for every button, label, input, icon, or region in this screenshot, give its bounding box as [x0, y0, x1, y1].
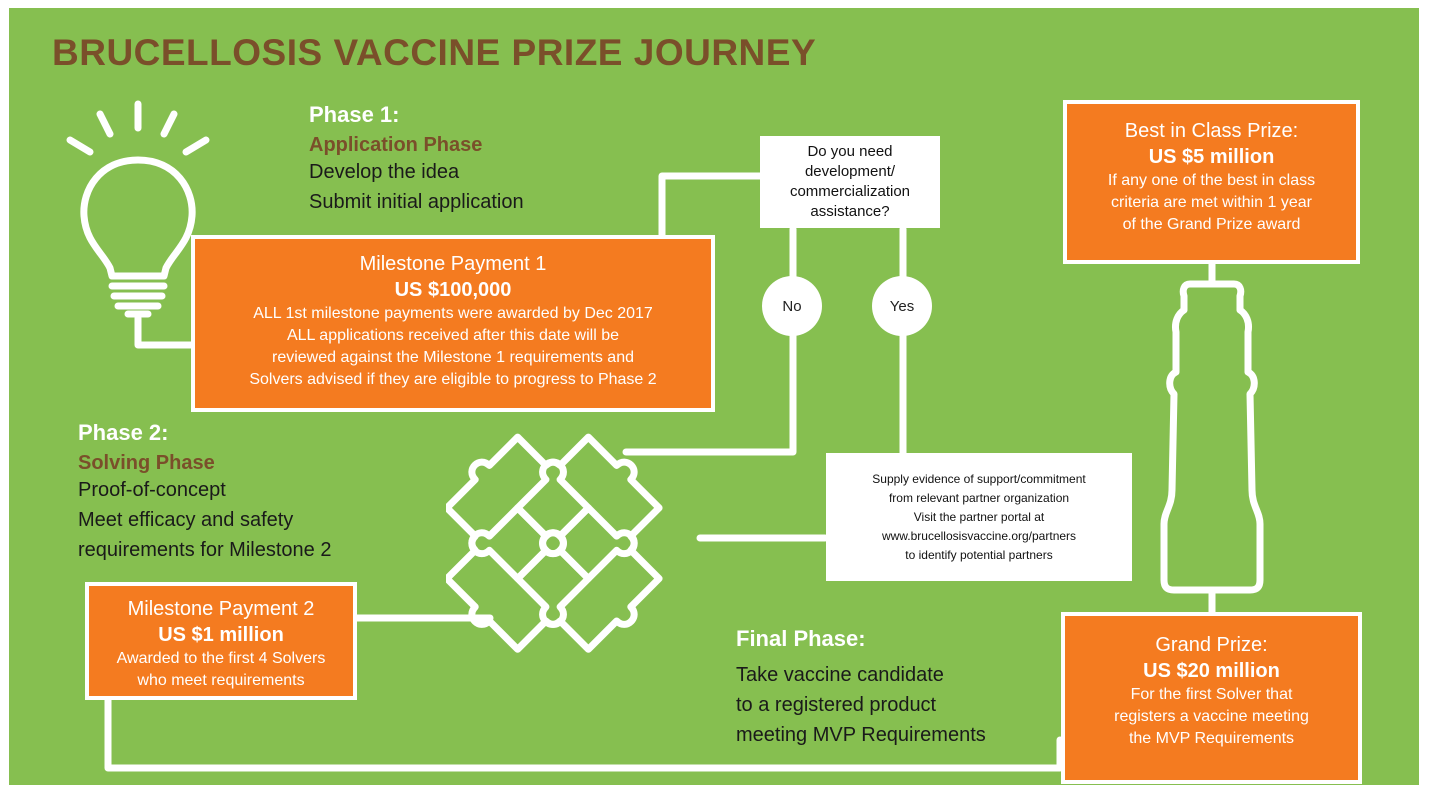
phase2-section: Phase 2: Solving Phase Proof-of-concept …	[78, 420, 331, 565]
final-phase-section: Final Phase: Take vaccine candidate to a…	[736, 626, 986, 750]
final-phase-heading: Final Phase:	[736, 626, 866, 651]
partner-line: Supply evidence of support/commitment	[872, 471, 1086, 486]
connector-milestone2-to-grandprize	[104, 694, 1064, 772]
question-line: commercialization	[789, 183, 911, 200]
phase2-subheading: Solving Phase	[78, 452, 215, 474]
milestone2-box: Milestone Payment 2 US $1 million Awarde…	[85, 582, 357, 700]
phase2-line: requirements for Milestone 2	[78, 539, 332, 561]
phase1-line: Submit initial application	[309, 191, 524, 213]
page-title: BRUCELLOSIS VACCINE PRIZE JOURNEY	[52, 32, 817, 73]
grand-prize-title: Grand Prize:	[1155, 634, 1268, 656]
question-line: assistance?	[810, 203, 890, 220]
connector-bulb-to-milestone1	[134, 314, 196, 349]
best-in-class-line: criteria are met within 1 year	[1111, 194, 1312, 211]
phase1-section: Phase 1: Application Phase Develop the i…	[309, 102, 524, 217]
milestone1-amount: US $100,000	[394, 279, 512, 301]
grand-prize-box: Grand Prize: US $20 million For the firs…	[1061, 612, 1362, 784]
phase2-line: Meet efficacy and safety	[78, 509, 294, 531]
milestone2-line: who meet requirements	[137, 672, 305, 689]
final-phase-line: meeting MVP Requirements	[736, 724, 986, 746]
milestone1-box: Milestone Payment 1 US $100,000 ALL 1st …	[191, 235, 715, 412]
grand-prize-line: For the first Solver that	[1130, 686, 1293, 703]
final-phase-line: to a registered product	[736, 694, 937, 716]
best-in-class-box: Best in Class Prize: US $5 million If an…	[1063, 100, 1360, 264]
milestone2-amount: US $1 million	[158, 624, 284, 646]
milestone2-line: Awarded to the first 4 Solvers	[116, 650, 326, 667]
connector-milestone1-to-question	[658, 172, 764, 240]
no-circle: No	[762, 276, 822, 336]
milestone1-line: reviewed against the Milestone 1 require…	[272, 349, 634, 366]
milestone1-line: ALL applications received after this dat…	[286, 327, 620, 344]
puzzle-icon	[446, 433, 663, 653]
partner-line: to identify potential partners	[905, 547, 1053, 562]
partner-box: Supply evidence of support/commitment fr…	[826, 453, 1132, 581]
phase1-line: Develop the idea	[309, 161, 460, 183]
partner-line: from relevant partner organization	[888, 490, 1070, 505]
question-box: Do you need development/ commercializati…	[760, 136, 940, 228]
phase2-line: Proof-of-concept	[78, 479, 226, 501]
final-phase-line: Take vaccine candidate	[736, 664, 944, 686]
phase1-heading: Phase 1:	[309, 102, 400, 127]
milestone1-line: ALL 1st milestone payments were awarded …	[253, 305, 653, 322]
best-in-class-amount: US $5 million	[1148, 146, 1275, 168]
grand-prize-line: registers a vaccine meeting	[1114, 708, 1309, 725]
best-in-class-title: Best in Class Prize:	[1124, 120, 1299, 142]
phase1-subheading: Application Phase	[309, 134, 483, 156]
yes-circle: Yes	[872, 276, 932, 336]
grand-prize-line: the MVP Requirements	[1128, 730, 1295, 747]
phase2-heading: Phase 2:	[78, 420, 169, 445]
question-line: Do you need	[807, 143, 893, 160]
vaccine-vial-icon	[1160, 280, 1264, 594]
best-in-class-line: If any one of the best in class	[1107, 172, 1316, 189]
best-in-class-line: of the Grand Prize award	[1122, 216, 1301, 233]
partner-line: www.brucellosisvaccine.org/partners	[881, 528, 1077, 543]
question-line: development/	[804, 163, 896, 180]
lightbulb-icon	[66, 100, 210, 318]
milestone1-line: Solvers advised if they are eligible to …	[249, 371, 657, 388]
milestone1-title: Milestone Payment 1	[359, 253, 547, 275]
milestone2-title: Milestone Payment 2	[127, 598, 315, 620]
grand-prize-amount: US $20 million	[1143, 660, 1280, 682]
partner-line: Visit the partner portal at	[913, 509, 1045, 524]
